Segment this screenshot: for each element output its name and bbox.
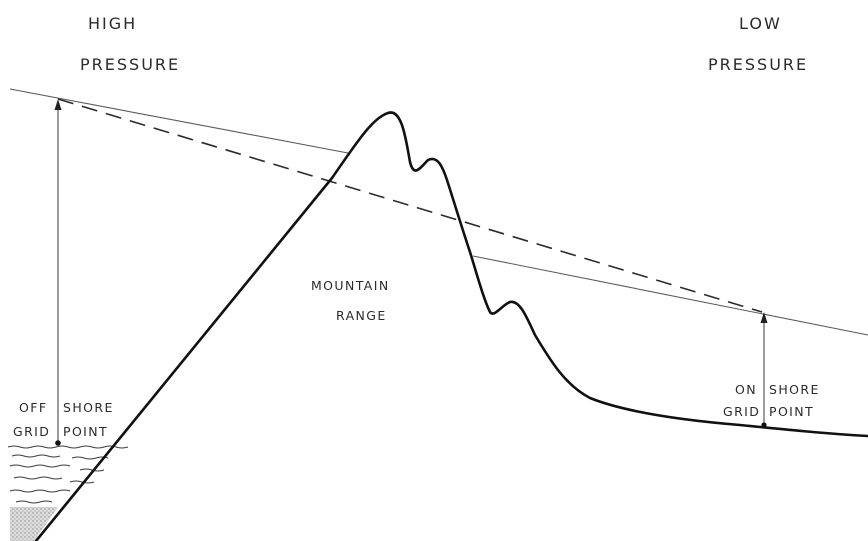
pressure-surface-line-left	[10, 89, 348, 153]
high-pressure-label-line2: PRESSURE	[80, 55, 180, 74]
mountain-range-label-line1: MOUNTAIN	[311, 278, 390, 293]
high-pressure-label-line1: HIGH	[88, 14, 137, 33]
offshore-label-off: OFF	[19, 400, 47, 415]
pressure-surface-line-right	[473, 256, 868, 335]
offshore-label-shore: SHORE	[63, 400, 114, 415]
offshore-label-grid: GRID	[13, 424, 50, 439]
onshore-label-on: ON	[735, 382, 757, 397]
offshore-grid-point-marker	[55, 440, 61, 446]
mountain-terrain-profile	[36, 112, 868, 541]
onshore-label-shore: SHORE	[769, 382, 820, 397]
low-pressure-label-line2: PRESSURE	[708, 55, 808, 74]
water-surface	[8, 446, 128, 503]
mountain-range-label-line2: RANGE	[336, 308, 387, 323]
offshore-label-point: POINT	[63, 424, 108, 439]
dashed-pressure-line	[58, 99, 762, 312]
onshore-label-point: POINT	[769, 404, 814, 419]
low-pressure-label-line1: LOW	[739, 14, 782, 33]
onshore-grid-point-marker	[761, 422, 766, 427]
onshore-label-grid: GRID	[723, 404, 760, 419]
offshore-arrowhead-icon	[55, 99, 62, 110]
